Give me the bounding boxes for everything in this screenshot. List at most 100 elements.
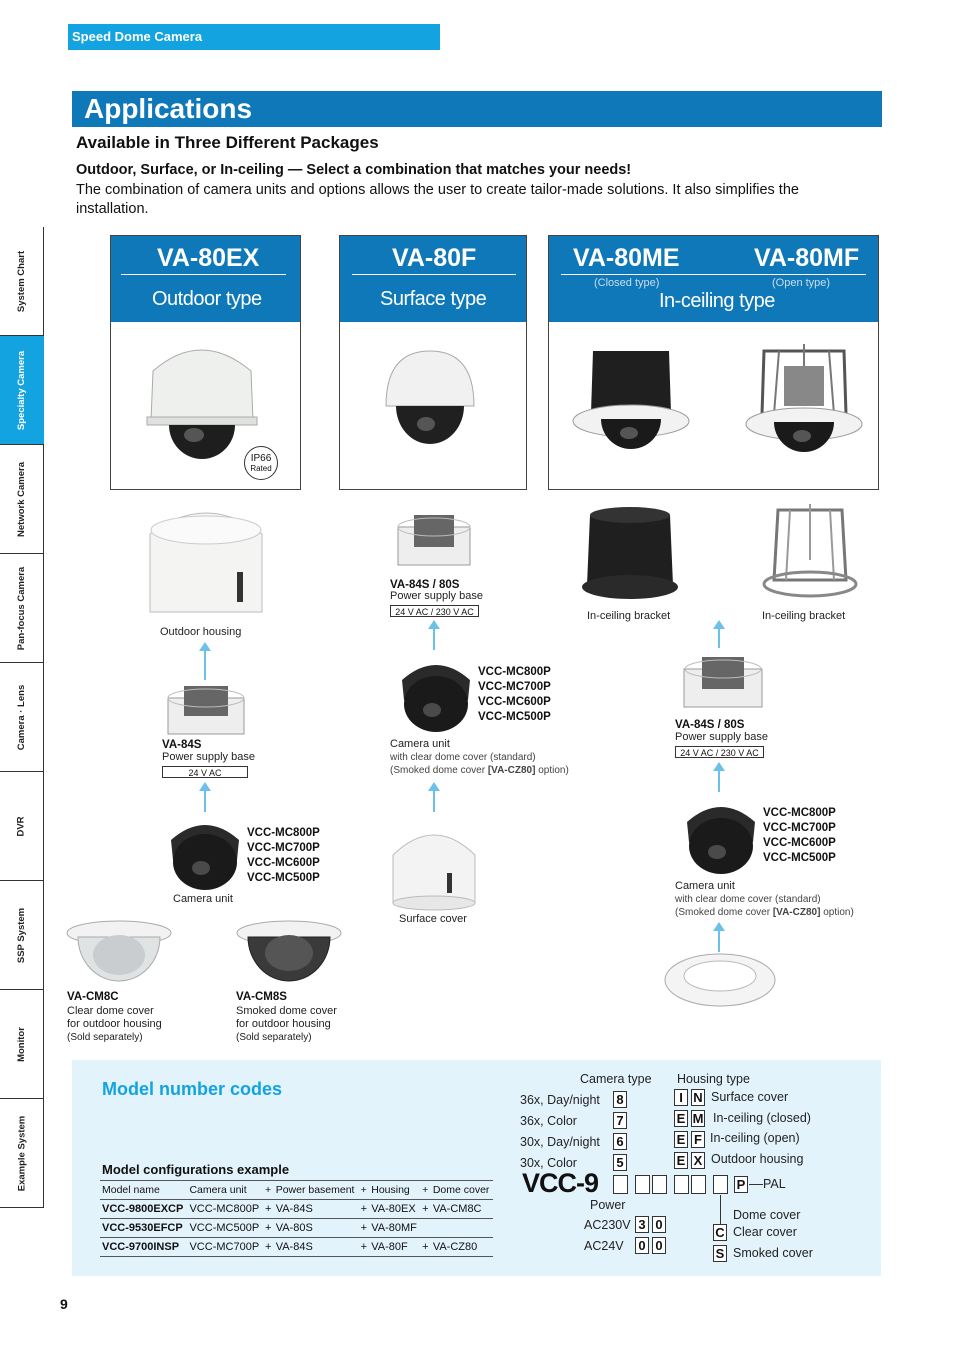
dome-option: Smoked cover: [733, 1246, 813, 1260]
camera-unit-image: [687, 807, 755, 874]
housing-code-1: E: [674, 1110, 688, 1127]
sidebar-item-example-system[interactable]: Example System: [0, 1099, 44, 1208]
open-type-note: (Open type): [772, 277, 831, 289]
power-option: AC24V: [584, 1239, 624, 1253]
housing-type-option: Outdoor housing: [711, 1152, 804, 1166]
in-ceiling-closed-camera-image: [572, 351, 690, 449]
outdoor-dome-camera-image: [146, 349, 258, 459]
in-ceiling-bracket-open-image: [762, 504, 858, 598]
surface-cover-caption: Surface cover: [399, 913, 467, 925]
housing-code-2: X: [691, 1152, 705, 1169]
ip66-badge: IP66 Rated: [244, 446, 278, 480]
camera-type-option: 36x, Day/night: [520, 1093, 600, 1107]
surface-psb-model: VA-84S / 80S: [390, 579, 460, 591]
housing-type-option: Surface cover: [711, 1090, 789, 1104]
arrow-up: [713, 922, 725, 952]
ceiling-psb-voltage: 24 V AC / 230 V AC: [675, 746, 764, 758]
camera-type-code: 8: [613, 1091, 627, 1108]
pal-label: PAL: [763, 1177, 786, 1191]
camera-unit-image: [402, 665, 470, 732]
outdoor-camera-caption: Camera unit: [173, 893, 233, 905]
outdoor-psb-desc: Power supply base: [162, 751, 255, 763]
outdoor-psb-model: VA-84S: [162, 739, 202, 751]
surface-psb-voltage: 24 V AC / 230 V AC: [390, 605, 479, 617]
surface-dome-camera-image: [385, 350, 475, 444]
camera-type-option: 30x, Color: [520, 1156, 577, 1170]
camera-type-code: 5: [613, 1154, 627, 1171]
ceiling-psb-desc: Power supply base: [675, 731, 768, 743]
bracket-caption-2: In-ceiling bracket: [762, 610, 846, 622]
sidebar-item-monitor[interactable]: Monitor: [0, 990, 44, 1099]
housing-code-1: E: [674, 1152, 688, 1169]
product-card-in-ceiling: VA-80ME VA-80MF (Closed type) (Open type…: [548, 235, 879, 490]
power-supply-base-image: [397, 515, 471, 566]
housing-code-1: I: [674, 1089, 688, 1106]
dome-code: C: [713, 1224, 727, 1241]
code-slot: [674, 1175, 689, 1194]
housing-type-option: In-ceiling (closed): [713, 1111, 811, 1125]
product-card-surface: VA-80F Surface type: [339, 235, 527, 490]
sidebar-item-system-chart[interactable]: System Chart: [0, 227, 44, 336]
arrow-up: [428, 620, 440, 650]
page-number: 9: [60, 1296, 68, 1312]
outdoor-housing-image: [149, 512, 263, 613]
sidebar-item-camera-lens[interactable]: Camera · Lens: [0, 663, 44, 772]
product-type: In-ceiling type: [659, 290, 775, 312]
config-example-title: Model configurations example: [102, 1162, 290, 1177]
arrow-up: [713, 620, 725, 648]
housing-code-2: F: [691, 1131, 705, 1148]
ceiling-camera-models: VCC-MC800P VCC-MC700P VCC-MC600P VCC-MC5…: [763, 807, 836, 864]
power-supply-base-image: [167, 686, 245, 735]
ceiling-psb-model: VA-84S / 80S: [675, 719, 745, 731]
model-codes-title: Model number codes: [102, 1079, 283, 1099]
in-ceiling-open-camera-image: [745, 344, 863, 452]
power-code-2: 0: [652, 1216, 666, 1233]
clear-dome-cover-info: VA-CM8C Clear dome cover for outdoor hou…: [67, 991, 162, 1043]
arrow-up: [428, 782, 440, 812]
clear-dome-cover-image: [66, 920, 172, 982]
camera-type-option: 36x, Color: [520, 1114, 577, 1128]
housing-code-2: M: [691, 1110, 705, 1127]
product-type: Surface type: [380, 288, 487, 310]
housing-code-1: E: [674, 1131, 688, 1148]
sidebar-item-dvr[interactable]: DVR: [0, 772, 44, 881]
camera-type-option: 30x, Day/night: [520, 1135, 600, 1149]
code-slot: [713, 1175, 728, 1194]
camera-type-label: Camera type: [580, 1072, 652, 1086]
product-model-open: VA-80MF: [754, 244, 860, 272]
camera-type-code: 6: [613, 1133, 627, 1150]
outdoor-camera-models: VCC-MC800P VCC-MC700P VCC-MC600P VCC-MC5…: [247, 827, 320, 884]
power-code-1: 0: [635, 1237, 649, 1254]
housing-code-2: N: [691, 1089, 705, 1106]
model-code-prefix: VCC-9: [522, 1168, 599, 1198]
pal-code: P: [734, 1176, 748, 1193]
sidebar-item-specialty-camera[interactable]: Specialty Camera: [0, 336, 44, 445]
arrow-up: [199, 782, 211, 812]
dome-code: S: [713, 1245, 727, 1262]
code-slot: [635, 1175, 650, 1194]
power-code-2: 0: [652, 1237, 666, 1254]
sidebar-item-pan-focus-camera[interactable]: Pan-focus Camera: [0, 554, 44, 663]
surface-camera-caption: Camera unit with clear dome cover (stand…: [390, 738, 569, 776]
arrow-up: [713, 762, 725, 792]
smoked-dome-cover-info: VA-CM8S Smoked dome cover for outdoor ho…: [236, 991, 337, 1043]
power-code-1: 3: [635, 1216, 649, 1233]
sidebar-item-ssp-system[interactable]: SSP System: [0, 881, 44, 990]
product-model: VA-80F: [392, 244, 477, 272]
page-title: Applications: [72, 91, 882, 127]
arrow-up: [199, 642, 211, 680]
outdoor-housing-caption: Outdoor housing: [160, 626, 242, 638]
sidebar-item-network-camera[interactable]: Network Camera: [0, 445, 44, 554]
sidebar-nav: System Chart Specialty Camera Network Ca…: [0, 227, 44, 1208]
code-slot: [652, 1175, 667, 1194]
power-supply-base-image: [683, 657, 763, 708]
dome-option: Clear cover: [733, 1225, 797, 1239]
code-slot: [613, 1175, 628, 1194]
dome-cover-label: Dome cover: [733, 1208, 801, 1222]
code-slot: [691, 1175, 706, 1194]
intro-body: The combination of camera units and opti…: [76, 182, 799, 217]
surface-cover-image: [392, 834, 476, 911]
